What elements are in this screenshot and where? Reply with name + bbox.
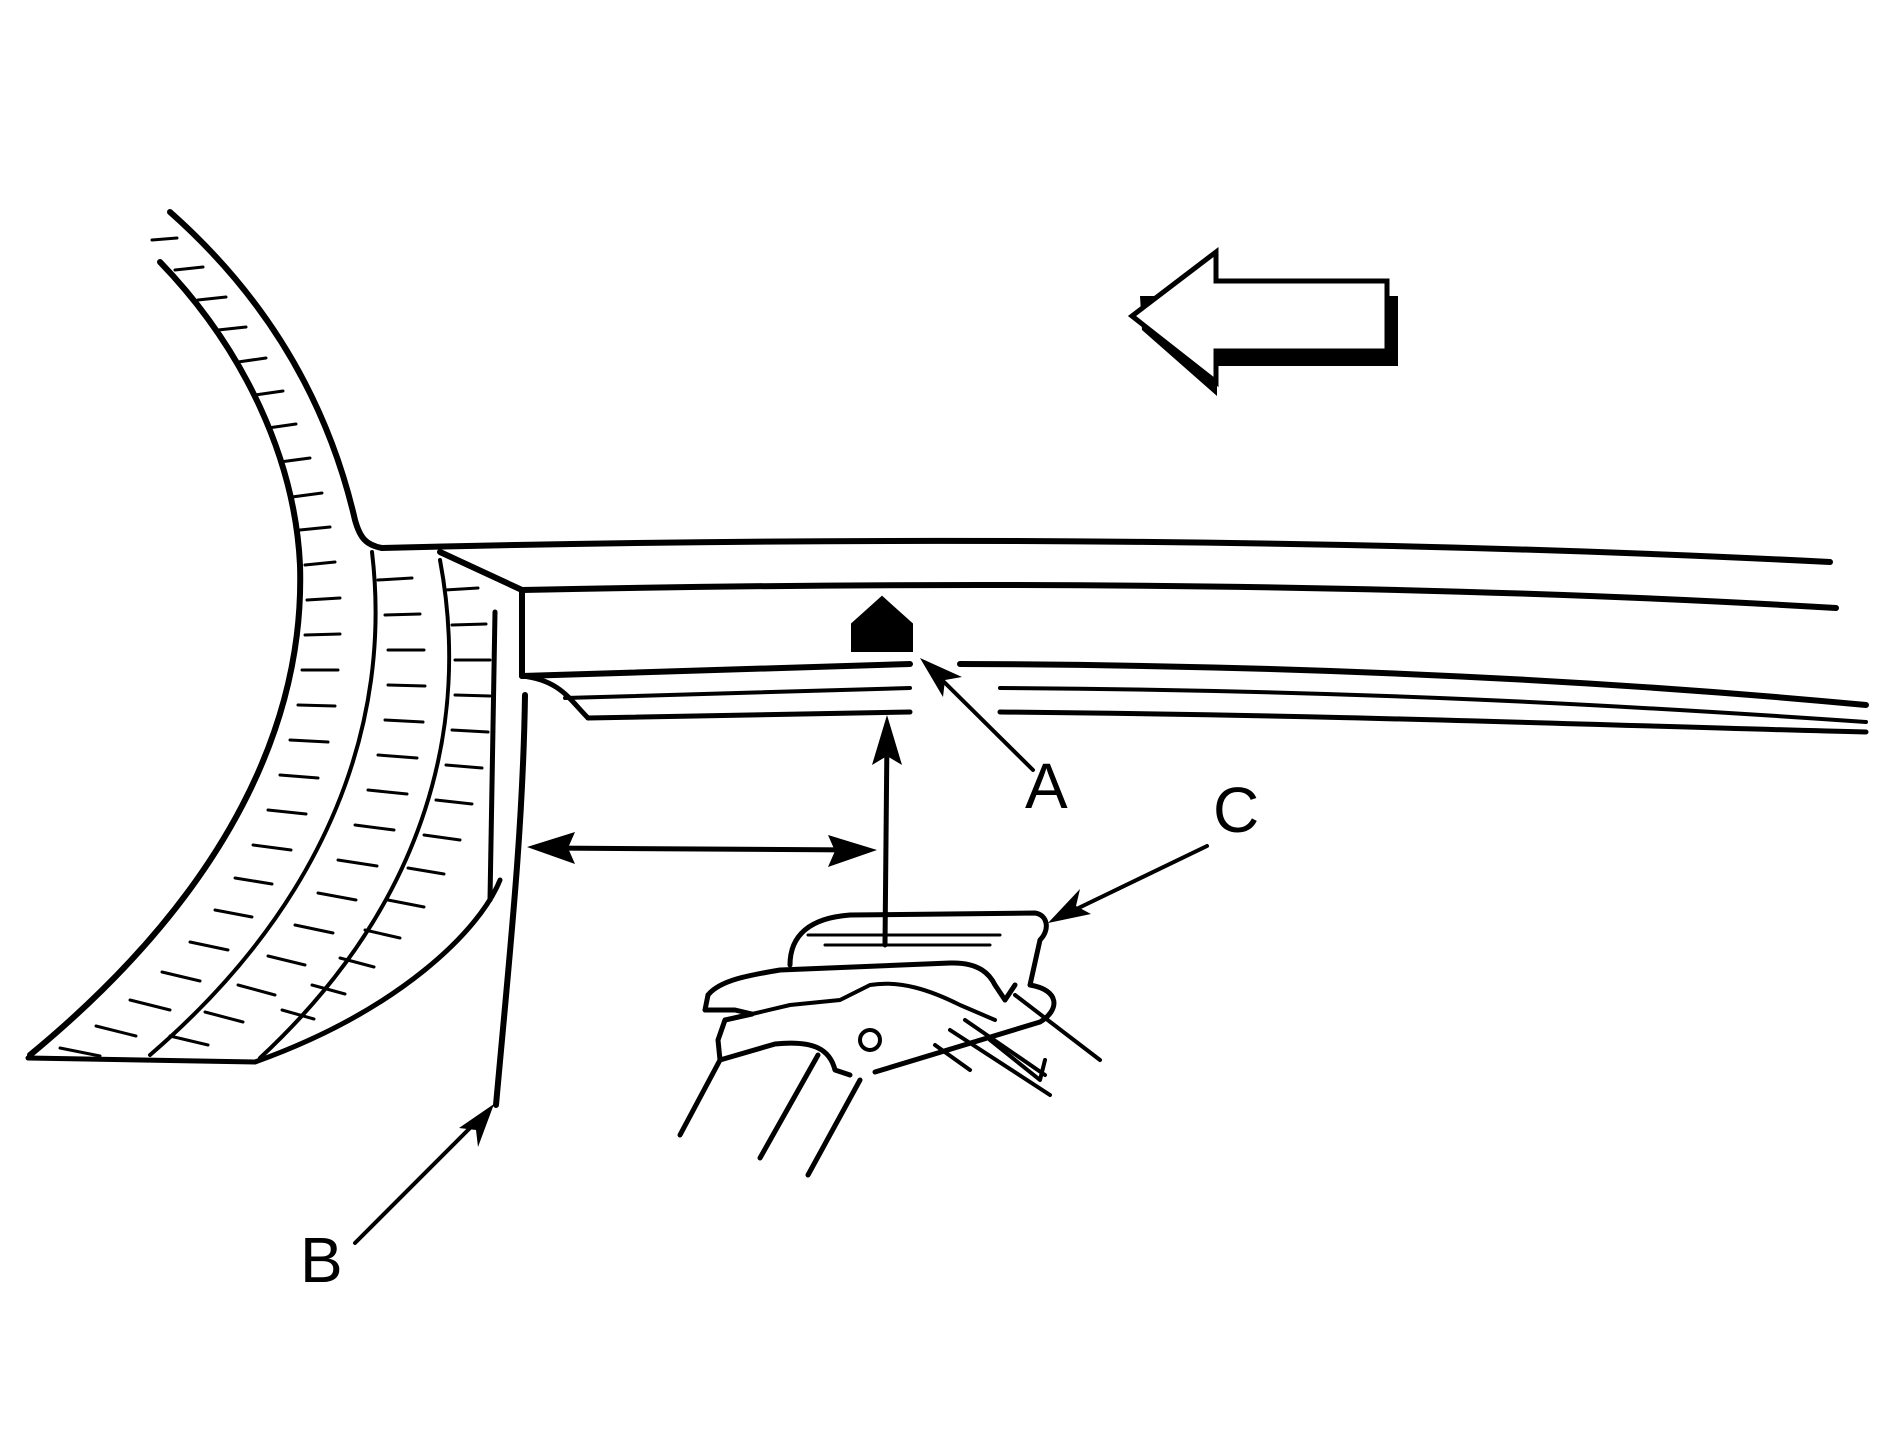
callout-a-label: A bbox=[1025, 750, 1068, 822]
fender-flare bbox=[493, 692, 528, 1108]
retainer-clip bbox=[677, 910, 1102, 1178]
callout-b-label: B bbox=[300, 1224, 343, 1296]
arrow-left-icon bbox=[1127, 246, 1398, 396]
callout-c-label: C bbox=[1213, 774, 1259, 846]
rocker-panel bbox=[379, 537, 1869, 903]
dimension-arrows bbox=[527, 715, 902, 948]
house-shaped-reference-mark-icon bbox=[851, 595, 913, 652]
wheel-opening bbox=[25, 209, 503, 1065]
leader-lines bbox=[353, 658, 1209, 1245]
